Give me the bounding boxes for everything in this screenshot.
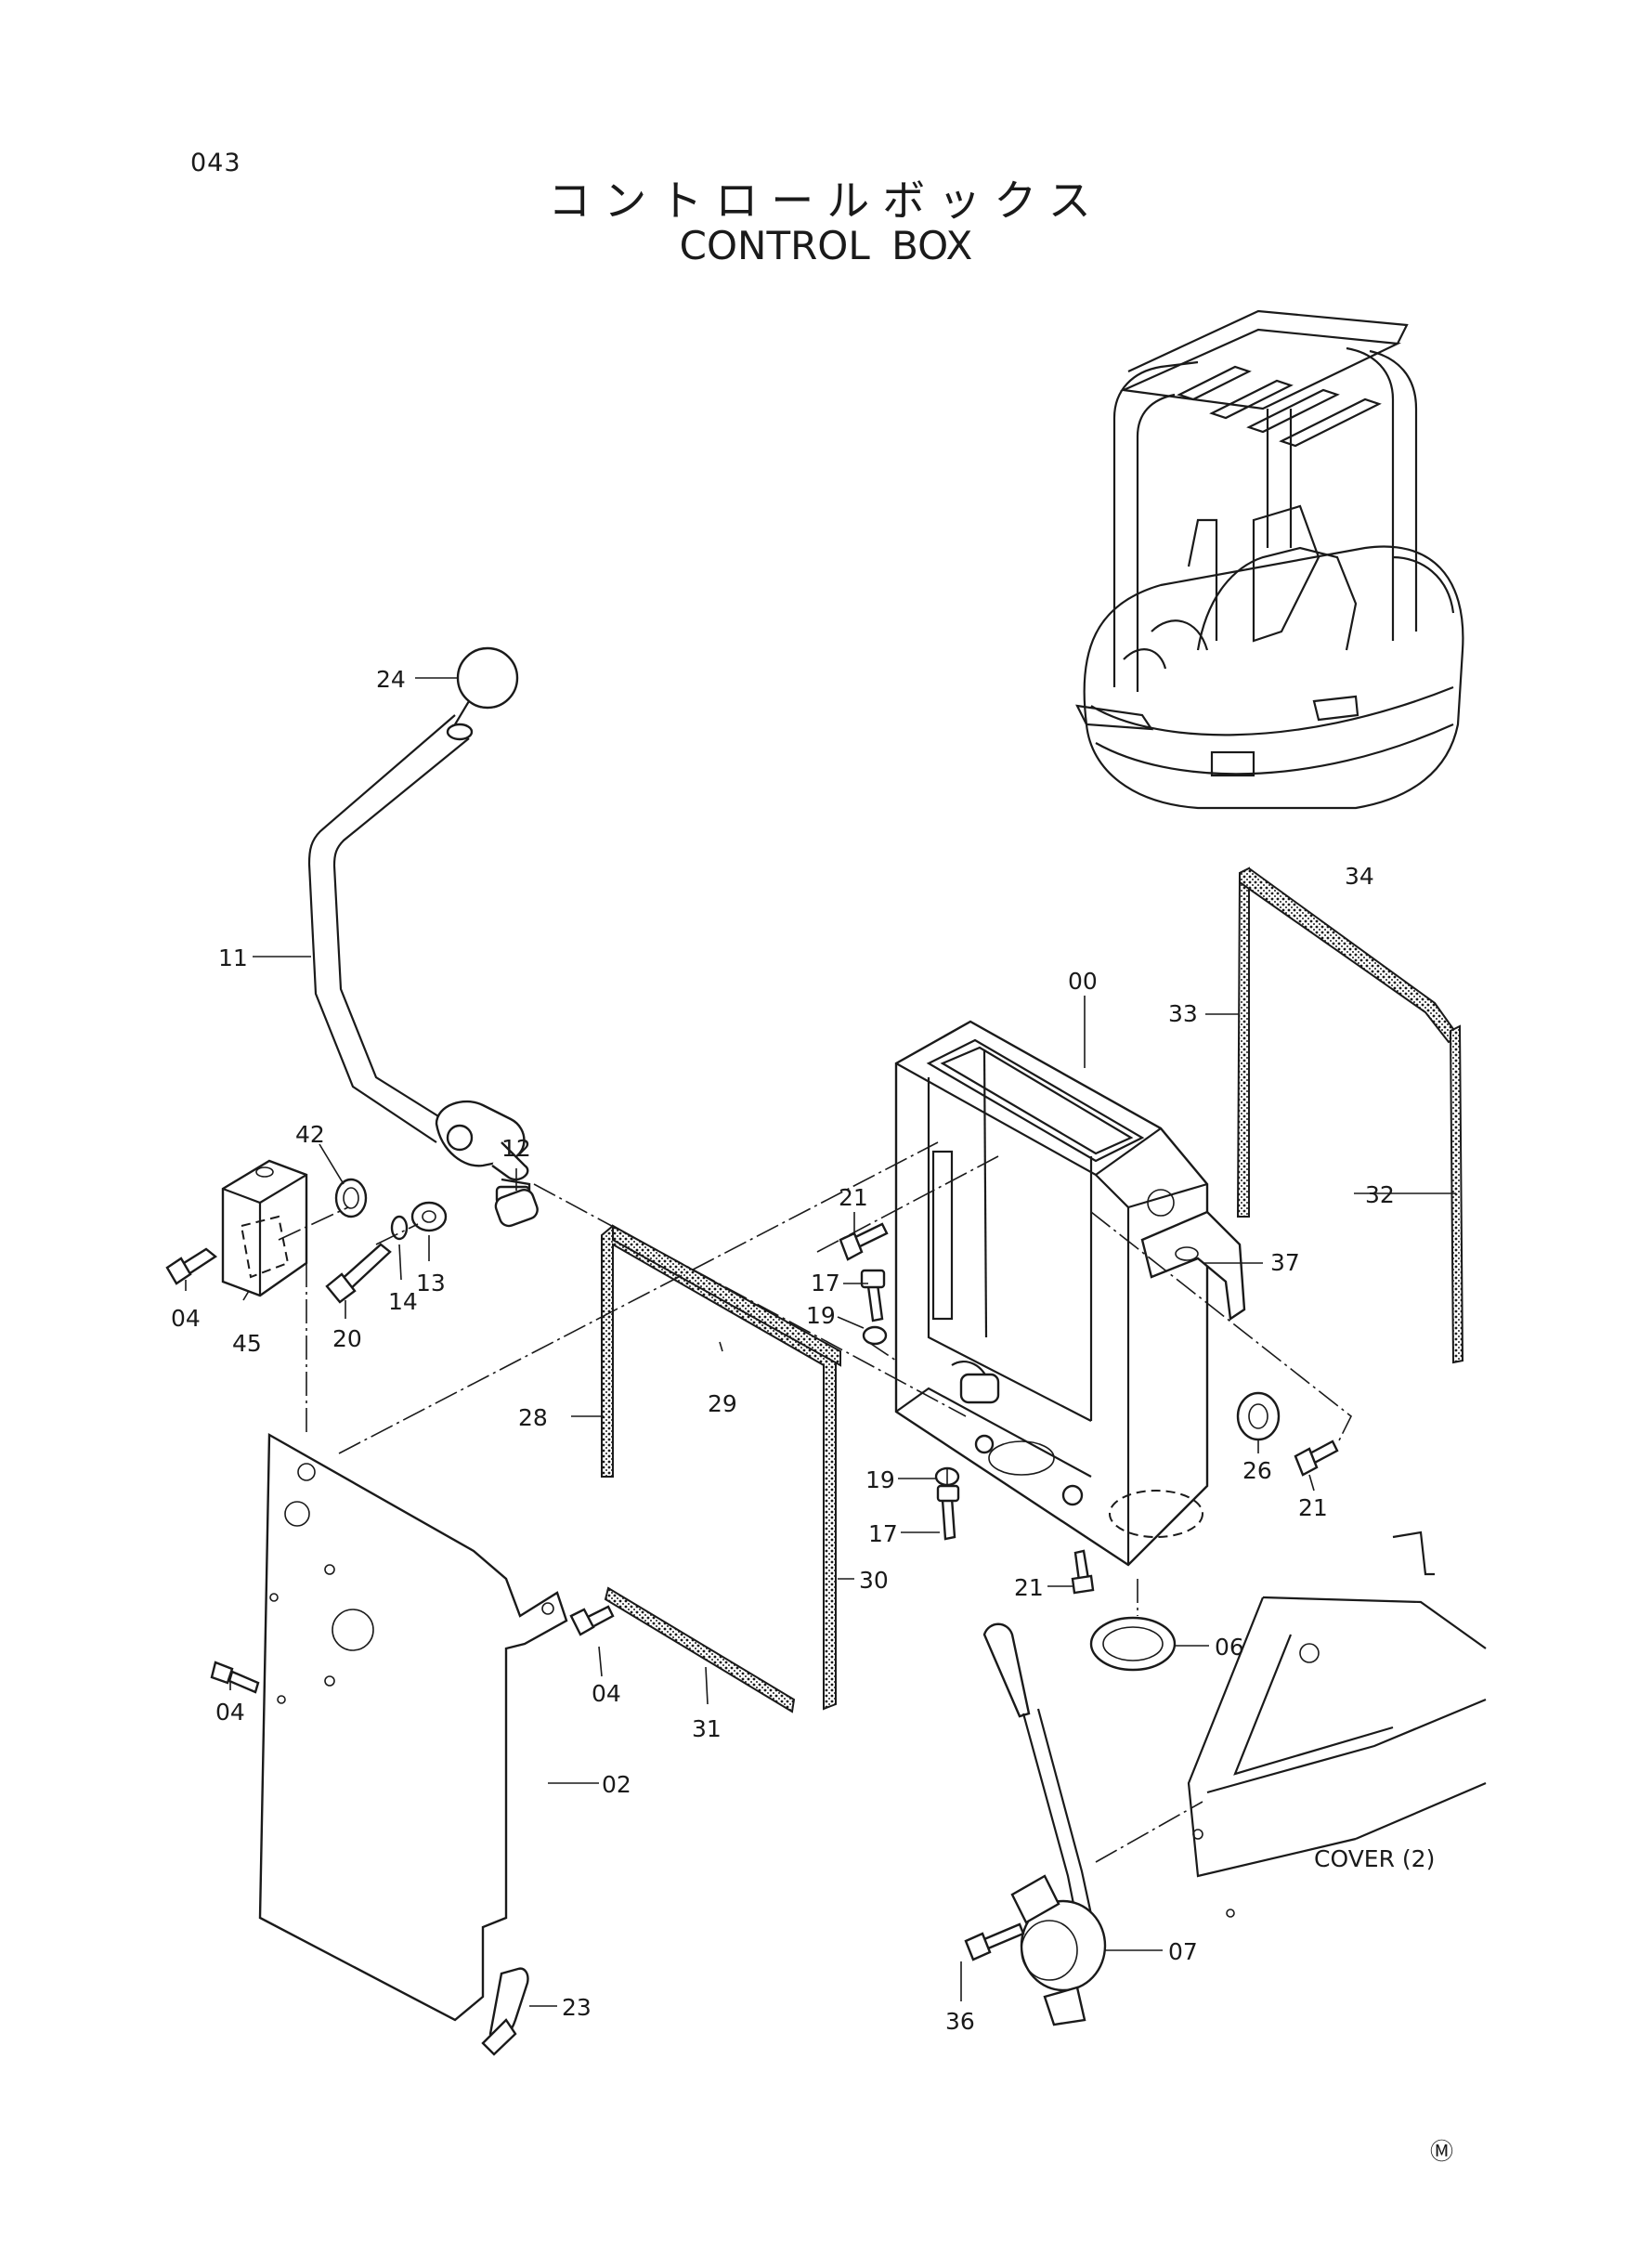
label-11: 11 xyxy=(218,945,248,971)
throttle-lever-assembly xyxy=(964,1622,1107,2026)
label-29: 29 xyxy=(708,1390,737,1417)
label-17-bottom: 17 xyxy=(868,1520,898,1547)
leader-lines xyxy=(185,677,1456,2007)
cover-part xyxy=(1187,1531,1487,1918)
label-13: 13 xyxy=(416,1270,446,1296)
title-japanese: コントロールボックス xyxy=(548,176,1104,226)
switch-block-assembly xyxy=(165,1159,368,1297)
label-34: 34 xyxy=(1345,863,1374,890)
label-31: 31 xyxy=(692,1715,722,1742)
label-37: 37 xyxy=(1270,1249,1300,1276)
mini-excavator-illustration xyxy=(1075,309,1464,810)
label-45: 45 xyxy=(232,1330,262,1357)
label-06: 06 xyxy=(1215,1634,1244,1661)
label-04-lower: 04 xyxy=(215,1699,245,1726)
label-00: 00 xyxy=(1068,968,1098,995)
label-23: 23 xyxy=(562,1994,592,2021)
label-33: 33 xyxy=(1168,1000,1198,1027)
label-24: 24 xyxy=(376,666,406,693)
cover-note: COVER (2) xyxy=(1314,1845,1435,1872)
control-box-frame xyxy=(839,1020,1339,1672)
label-17-top: 17 xyxy=(811,1270,840,1296)
part-labels: 24 11 12 42 04 45 13 14 20 00 33 34 32 3… xyxy=(171,666,1453,2165)
label-04-mid: 04 xyxy=(592,1680,621,1707)
label-36: 36 xyxy=(945,2008,975,2035)
label-21-bottom: 21 xyxy=(1014,1574,1044,1601)
label-28: 28 xyxy=(518,1404,548,1431)
label-42: 42 xyxy=(295,1121,325,1148)
seal-strips xyxy=(601,866,1464,1713)
label-19-bottom: 19 xyxy=(865,1466,895,1493)
lever-assembly xyxy=(307,646,539,1304)
assembly-center-lines xyxy=(278,1141,1353,1863)
label-20: 20 xyxy=(332,1325,362,1352)
label-21-right: 21 xyxy=(1298,1494,1328,1521)
label-30: 30 xyxy=(859,1567,889,1594)
label-26: 26 xyxy=(1242,1457,1272,1484)
label-07: 07 xyxy=(1168,1938,1198,1965)
label-21-top: 21 xyxy=(839,1184,868,1211)
label-04-left: 04 xyxy=(171,1305,201,1332)
label-12: 12 xyxy=(501,1135,531,1162)
model-mark: Ⓜ xyxy=(1430,2138,1453,2165)
label-14: 14 xyxy=(388,1288,418,1315)
title-english: CONTROL BOX xyxy=(679,223,973,268)
label-32: 32 xyxy=(1365,1181,1395,1208)
page-number: 043 xyxy=(190,149,241,177)
lever-knob-icon xyxy=(456,646,519,710)
label-19-top: 19 xyxy=(806,1302,836,1329)
label-02: 02 xyxy=(602,1771,631,1798)
side-panel xyxy=(210,1432,615,2056)
